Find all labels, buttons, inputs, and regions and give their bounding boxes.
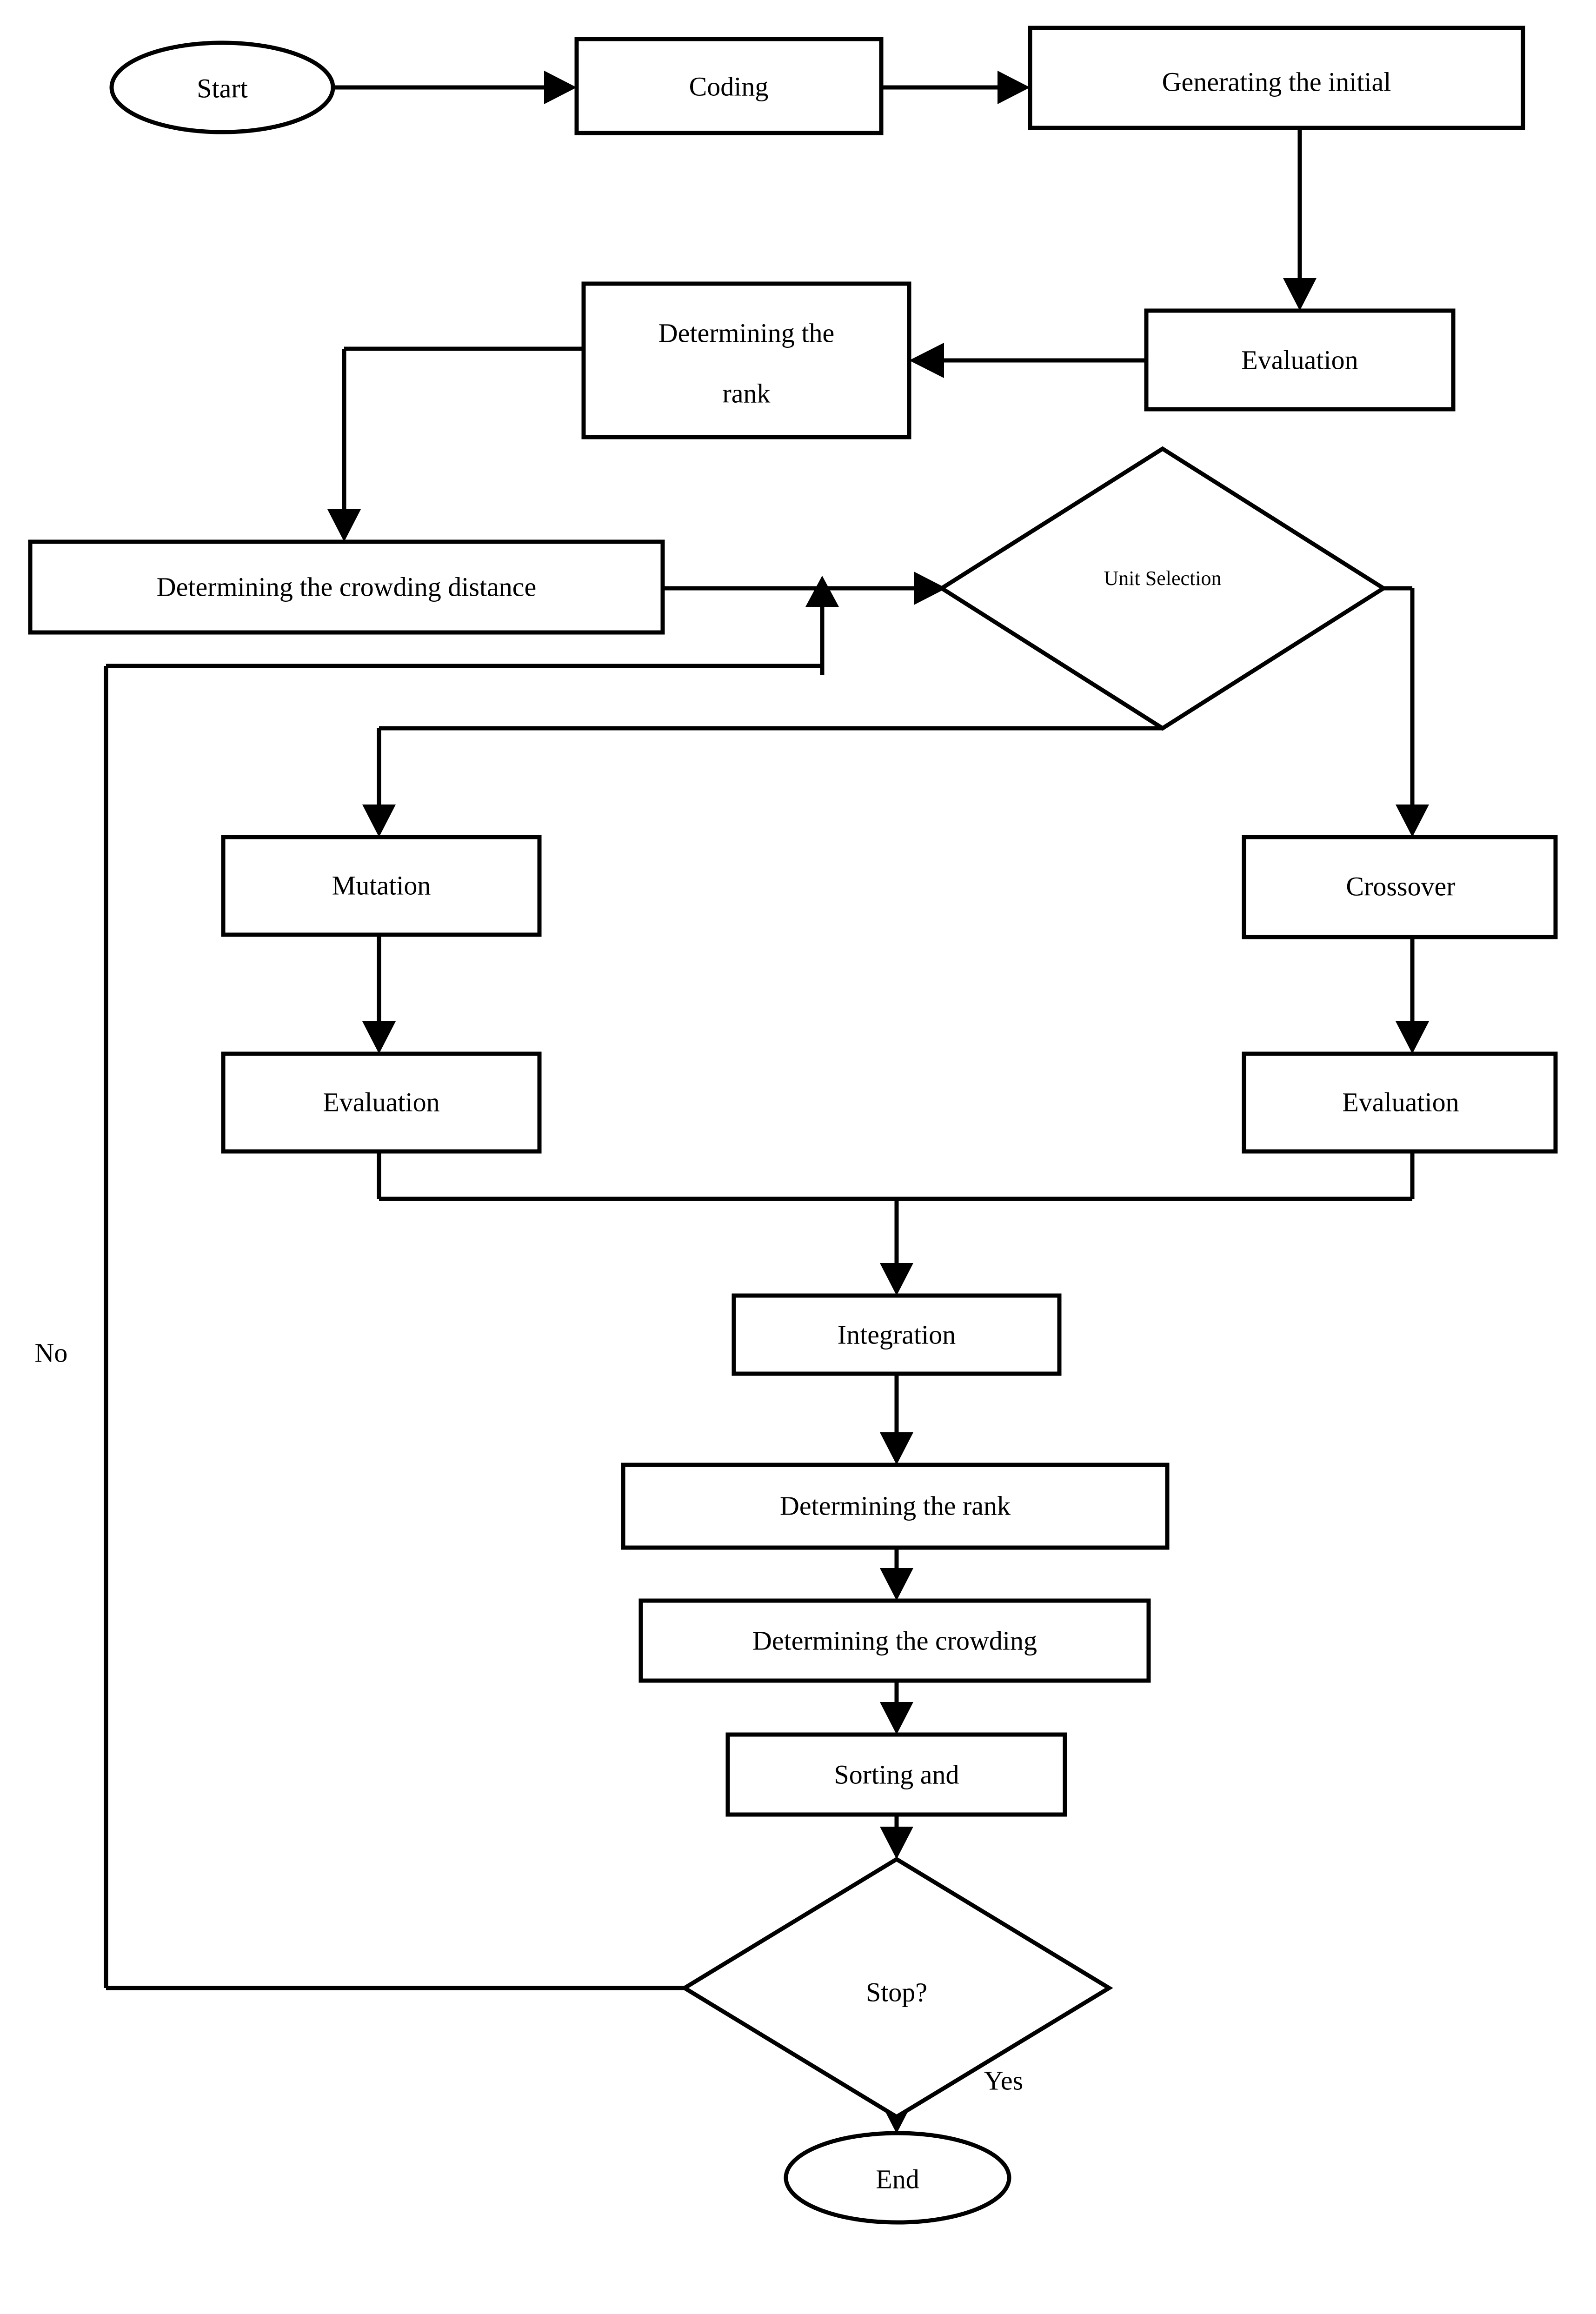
node-stop-decision-label: Stop? — [866, 1977, 927, 2007]
node-end-label: End — [876, 2164, 919, 2194]
node-determining-crowding[interactable]: Determining the crowding — [638, 1598, 1151, 1683]
edge-label-yes: Yes — [984, 2065, 1023, 2095]
node-determining-crowding-label: Determining the crowding — [752, 1625, 1037, 1656]
node-sorting-and[interactable]: Sorting and — [725, 1732, 1067, 1817]
edge-crowding-distance-to-unit-selection — [663, 572, 946, 675]
node-determining-crowding-distance[interactable]: Determining the crowding distance — [28, 539, 665, 635]
edge-integration-to-rank-bottom — [880, 1372, 913, 1465]
node-crossover[interactable]: Crossover — [1242, 835, 1558, 939]
node-stop-decision[interactable]: Stop? — [680, 1856, 1113, 2120]
node-determining-rank-top-label-line2: rank — [722, 378, 770, 408]
edge-sorting-to-stop — [880, 1814, 913, 1859]
node-evaluation-left[interactable]: Evaluation — [221, 1051, 542, 1154]
node-determining-rank-bottom-label: Determining the rank — [780, 1490, 1011, 1521]
node-determining-rank-bottom[interactable]: Determining the rank — [621, 1463, 1170, 1550]
node-evaluation-right-label: Evaluation — [1342, 1087, 1459, 1117]
node-coding[interactable]: Coding — [574, 37, 884, 135]
node-start-label: Start — [197, 73, 248, 103]
node-evaluation-top-label: Evaluation — [1241, 345, 1358, 375]
node-sorting-and-label: Sorting and — [834, 1759, 959, 1789]
node-crossover-label: Crossover — [1346, 871, 1455, 901]
node-evaluation-left-label: Evaluation — [323, 1087, 439, 1117]
edge-coding-to-generating — [881, 71, 1030, 104]
node-integration[interactable]: Integration — [732, 1293, 1062, 1376]
node-generating-initial-label: Generating the initial — [1162, 66, 1391, 97]
node-determining-rank-top[interactable]: Determining the rank — [581, 281, 911, 439]
edge-unit-selection-to-mutation — [362, 726, 1163, 837]
edge-evaluation-top-to-rank-top — [909, 343, 1146, 378]
edge-unit-selection-to-crossover — [1383, 586, 1429, 837]
edge-label-no: No — [35, 1337, 68, 1368]
node-generating-initial[interactable]: Generating the initial — [1028, 26, 1525, 130]
edge-crowding-to-sorting — [880, 1679, 913, 1735]
node-unit-selection[interactable]: Unit Selection — [938, 446, 1388, 731]
edge-crossover-to-evaluation-right — [1396, 937, 1429, 1054]
node-mutation-label: Mutation — [332, 870, 431, 900]
node-integration-label: Integration — [838, 1319, 956, 1350]
node-determining-crowding-distance-label: Determining the crowding distance — [157, 572, 537, 602]
node-mutation[interactable]: Mutation — [221, 835, 542, 937]
edge-generating-to-evaluation-top — [1283, 128, 1317, 311]
node-end[interactable]: End — [784, 2131, 1011, 2225]
edge-rank-top-to-crowding-distance — [327, 346, 584, 542]
node-start[interactable]: Start — [109, 40, 335, 134]
edge-stop-no-feedback-loop — [104, 664, 824, 1990]
edge-start-to-coding — [333, 71, 577, 104]
node-unit-selection-label: Unit Selection — [1104, 567, 1222, 590]
edge-evaluations-merge-to-integration — [377, 1151, 1415, 1296]
node-evaluation-right[interactable]: Evaluation — [1242, 1051, 1558, 1154]
edge-mutation-to-evaluation-left — [362, 935, 396, 1054]
node-determining-rank-top-label-line1: Determining the — [658, 318, 835, 348]
edge-rank-bottom-to-crowding — [880, 1546, 913, 1601]
node-evaluation-top[interactable]: Evaluation — [1144, 308, 1456, 412]
node-coding-label: Coding — [689, 71, 769, 101]
